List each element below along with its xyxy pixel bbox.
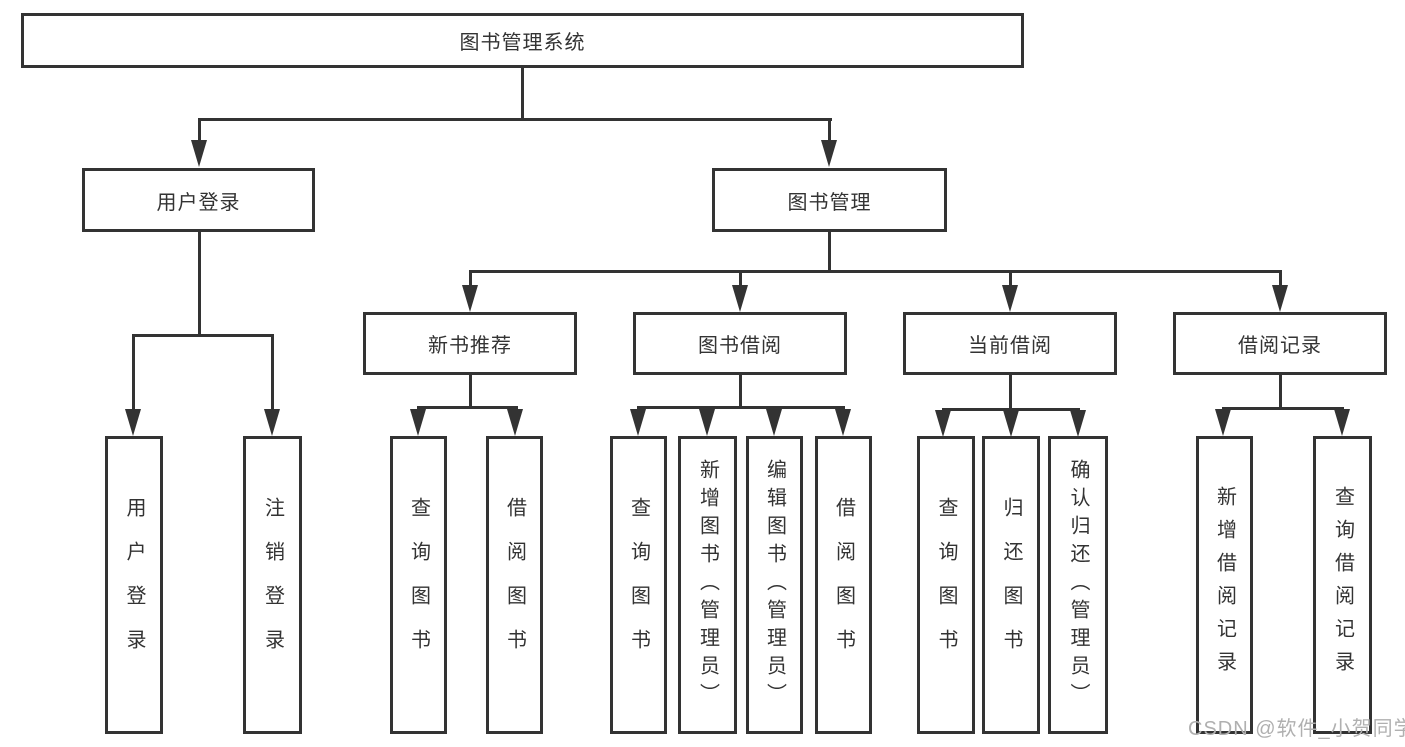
arrow-down-icon: [835, 409, 851, 436]
leaf-query-books-borrow: 查询图书: [610, 436, 667, 734]
leaf-user-login: 用户登录: [105, 436, 163, 734]
arrow-down-icon: [410, 409, 426, 436]
connector-line: [739, 375, 742, 408]
arrow-down-icon: [1215, 409, 1231, 436]
connector-line: [828, 232, 831, 272]
node-borrow-records: 借阅记录: [1173, 312, 1387, 375]
connector-line: [942, 408, 1080, 411]
node-label: 图书管理系统: [459, 32, 586, 54]
leaf-borrow-books: 借阅图书: [815, 436, 872, 734]
connector-line: [521, 68, 524, 120]
node-label: 图书借阅: [698, 335, 782, 357]
arrow-down-icon: [264, 409, 280, 436]
connector-line: [198, 232, 201, 336]
node-label: 注销登录: [261, 497, 284, 673]
node-label: 当前借阅: [968, 335, 1052, 357]
node-label: 新书推荐: [428, 335, 512, 357]
leaf-query-books-recommend: 查询图书: [390, 436, 447, 734]
node-label: 新增借阅记录: [1213, 486, 1236, 684]
leaf-add-book-admin: 新增图书（管理员）: [678, 436, 737, 734]
arrow-down-icon: [732, 285, 748, 312]
arrow-down-icon: [821, 140, 837, 167]
leaf-edit-book-admin: 编辑图书（管理员）: [746, 436, 803, 734]
connector-line: [1009, 270, 1012, 288]
node-user-login-branch: 用户登录: [82, 168, 315, 232]
arrow-down-icon: [630, 409, 646, 436]
leaf-add-borrow-record: 新增借阅记录: [1196, 436, 1253, 734]
node-book-management: 图书管理: [712, 168, 947, 232]
arrow-down-icon: [507, 409, 523, 436]
connector-line: [828, 118, 831, 146]
arrow-down-icon: [1002, 285, 1018, 312]
node-label: 用户登录: [123, 497, 145, 673]
node-label: 借阅图书: [832, 497, 855, 673]
arrow-down-icon: [1070, 410, 1086, 437]
connector-line: [1009, 375, 1012, 410]
node-label: 确认归还（管理员）: [1067, 459, 1089, 711]
arrow-down-icon: [766, 409, 782, 436]
connector-line: [198, 118, 832, 121]
arrow-down-icon: [699, 409, 715, 436]
arrow-down-icon: [191, 140, 207, 167]
arrow-down-icon: [1334, 409, 1350, 436]
arrow-down-icon: [462, 285, 478, 312]
arrow-down-icon: [935, 410, 951, 437]
connector-line: [271, 334, 274, 412]
connector-line: [469, 270, 472, 288]
node-new-book-recommend: 新书推荐: [363, 312, 577, 375]
connector-line: [739, 270, 742, 288]
arrow-down-icon: [1003, 410, 1019, 437]
node-label: 新增图书（管理员）: [696, 459, 719, 711]
node-label: 归还图书: [1000, 497, 1022, 673]
node-library-system: 图书管理系统: [21, 13, 1024, 68]
node-label: 查询借阅记录: [1331, 486, 1354, 684]
node-label: 查询图书: [627, 497, 650, 673]
connector-line: [637, 406, 845, 409]
leaf-query-books-current: 查询图书: [917, 436, 975, 734]
leaf-confirm-return-admin: 确认归还（管理员）: [1048, 436, 1108, 734]
connector-line: [417, 406, 518, 409]
node-label: 借阅图书: [503, 497, 526, 673]
leaf-query-borrow-record: 查询借阅记录: [1313, 436, 1372, 734]
node-label: 用户登录: [156, 191, 241, 214]
connector-line: [198, 118, 201, 146]
node-current-borrow: 当前借阅: [903, 312, 1117, 375]
watermark-text: CSDN @软件_小贺同学: [1188, 718, 1405, 740]
node-label: 图书管理: [787, 191, 872, 214]
connector-line: [132, 334, 274, 337]
connector-line: [469, 270, 1282, 273]
node-label: 查询图书: [407, 497, 430, 673]
node-book-borrow: 图书借阅: [633, 312, 847, 375]
connector-line: [1279, 270, 1282, 288]
leaf-borrow-books-recommend: 借阅图书: [486, 436, 543, 734]
leaf-return-book: 归还图书: [982, 436, 1040, 734]
connector-line: [132, 334, 135, 412]
leaf-logout: 注销登录: [243, 436, 302, 734]
connector-line: [1279, 375, 1282, 409]
node-label: 借阅记录: [1238, 335, 1322, 357]
connector-line: [1222, 407, 1344, 410]
node-label: 编辑图书（管理员）: [763, 459, 786, 711]
connector-line: [469, 375, 472, 408]
arrow-down-icon: [1272, 285, 1288, 312]
node-label: 查询图书: [935, 497, 957, 673]
arrow-down-icon: [125, 409, 141, 436]
